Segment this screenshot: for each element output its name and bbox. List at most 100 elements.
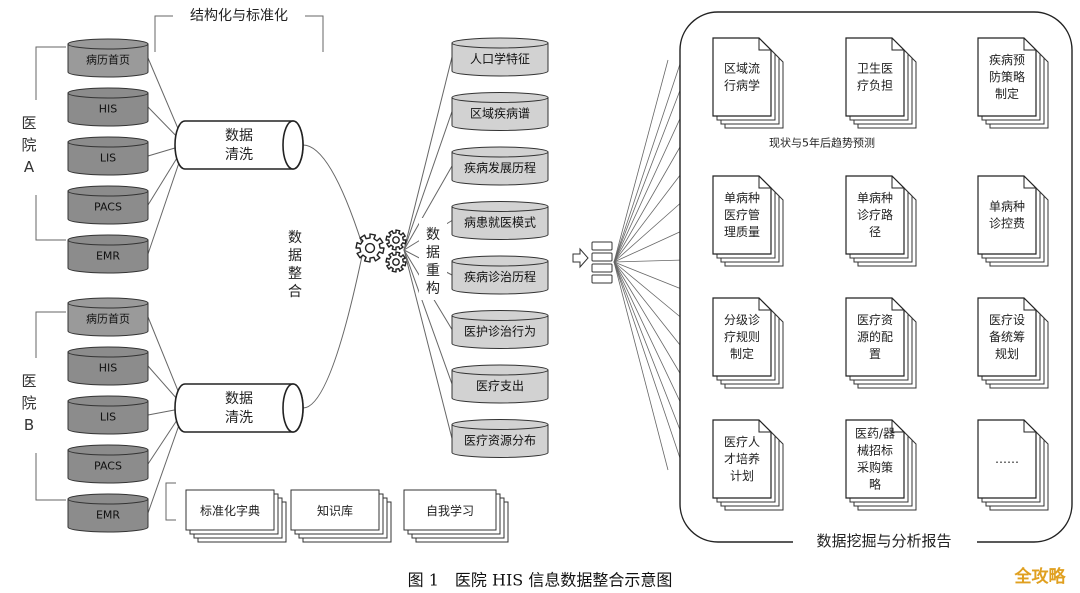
report-doc-label: 医疗管 [724, 207, 760, 222]
restructured-item-label: 疾病诊治历程 [464, 269, 536, 284]
support-doc-label: 自我学习 [426, 503, 474, 518]
cleaning-label: 清洗 [225, 410, 253, 426]
cylinder-top [451, 146, 549, 158]
report-doc [712, 175, 784, 267]
report-doc [712, 419, 784, 511]
restructured-data-cylinder [451, 419, 549, 458]
gear-icon [385, 229, 407, 251]
report-doc-label: 备统筹 [989, 330, 1025, 344]
database-cylinder [67, 395, 149, 435]
hospital-label-char: B [24, 416, 34, 434]
cylinder-body [451, 315, 549, 349]
restructured-item-label: 医疗资源分布 [464, 434, 536, 448]
gear-to-item-line [403, 56, 453, 251]
doc-front [712, 419, 772, 499]
cylinder-top [451, 419, 549, 430]
cleaning-to-gear-line [302, 255, 363, 409]
database-cylinder [67, 87, 149, 127]
report-doc-label: 理质量 [724, 225, 760, 239]
doc-fold [891, 420, 904, 433]
report-box-label: 数据挖掘与分析报告 [816, 532, 951, 550]
doc-fold [758, 298, 771, 311]
report-doc-label: 医药/器 [855, 427, 895, 441]
restructured-data-cylinder [451, 92, 549, 131]
figure-caption: 图 1 医院 HIS 信息数据整合示意图 [408, 571, 673, 590]
report-doc-label: 械招标 [857, 443, 893, 458]
report-doc-label: 置 [869, 347, 881, 361]
cylinder-top [451, 255, 549, 267]
cylinder-top [67, 136, 149, 148]
report-doc [712, 37, 784, 129]
cylinder-top [67, 493, 149, 505]
doc-fold [1023, 176, 1036, 189]
cylinder-body [67, 498, 149, 533]
fan-line [613, 261, 685, 441]
doc-front [977, 297, 1037, 377]
arrow-icon [572, 247, 589, 269]
cleaning-label: 数据 [225, 391, 253, 407]
database-cylinder [67, 493, 149, 533]
database-cylinder [67, 234, 149, 274]
report-doc [977, 175, 1049, 267]
cylinder-top [451, 92, 549, 103]
database-label: LIS [100, 411, 116, 424]
support-doc-label: 知识库 [317, 503, 353, 518]
hospital-bracket [35, 195, 66, 241]
report-doc-label: 卫生医 [857, 62, 893, 76]
cylinder-body [67, 400, 149, 435]
cylinder-body [451, 42, 549, 77]
report-box-label-bg [793, 528, 977, 556]
doc-fold [891, 298, 904, 311]
integration-label-char: 合 [288, 284, 302, 300]
report-doc-label: 计划 [730, 469, 754, 483]
report-doc-label: 单病种 [989, 199, 1025, 214]
restructured-data-cylinder [451, 364, 549, 404]
gear-icon [355, 233, 385, 263]
restructured-item-label: 病患就医模式 [464, 215, 536, 230]
database-label: EMR [96, 509, 120, 522]
restructured-data-cylinder [451, 201, 549, 240]
fan-line [613, 51, 685, 263]
fan-line [613, 261, 669, 471]
cylinder-top [67, 395, 149, 407]
doc-front [977, 175, 1037, 255]
report-doc-label: 单病种 [857, 190, 893, 205]
fan-line [613, 261, 685, 291]
fan-line [613, 259, 685, 263]
support-doc-stack [185, 489, 287, 543]
cylinder-body [67, 141, 149, 176]
integration-label-char: 据 [288, 248, 302, 264]
restructure-label-char: 数 [426, 227, 440, 243]
gear-hub [392, 258, 400, 266]
report-doc-label: 采购策 [857, 460, 893, 475]
report-doc [845, 297, 917, 389]
restructure-label-bg [419, 218, 447, 300]
cylinder-top [67, 444, 149, 456]
cylinder-body [451, 424, 549, 458]
report-doc [845, 419, 917, 511]
cylinder-top [67, 297, 149, 309]
report-doc [845, 175, 917, 267]
cleaning-cylinder-end [282, 120, 304, 170]
doc-fold [758, 38, 771, 51]
gear-to-item-line [403, 249, 453, 439]
report-doc [977, 297, 1049, 389]
restructure-label-char: 构 [426, 281, 440, 297]
cleaning-label: 数据 [225, 128, 253, 144]
doc-fold [891, 38, 904, 51]
database-label: PACS [94, 201, 122, 214]
report-doc [977, 37, 1049, 129]
cylinder-top [67, 185, 149, 197]
watermark: 全攻略 [1014, 566, 1067, 587]
restructured-data-cylinder [451, 310, 549, 349]
cylinder-body [451, 260, 549, 295]
doc-fold [758, 420, 771, 433]
output-bar [591, 241, 613, 251]
report-doc [977, 419, 1049, 511]
report-doc-label: 疗负担 [857, 79, 893, 93]
cylinder-body [451, 97, 549, 131]
fan-line [613, 229, 685, 263]
hospital-label-char: 院 [21, 394, 36, 412]
restructured-item-label: 区域疾病谱 [470, 106, 530, 121]
